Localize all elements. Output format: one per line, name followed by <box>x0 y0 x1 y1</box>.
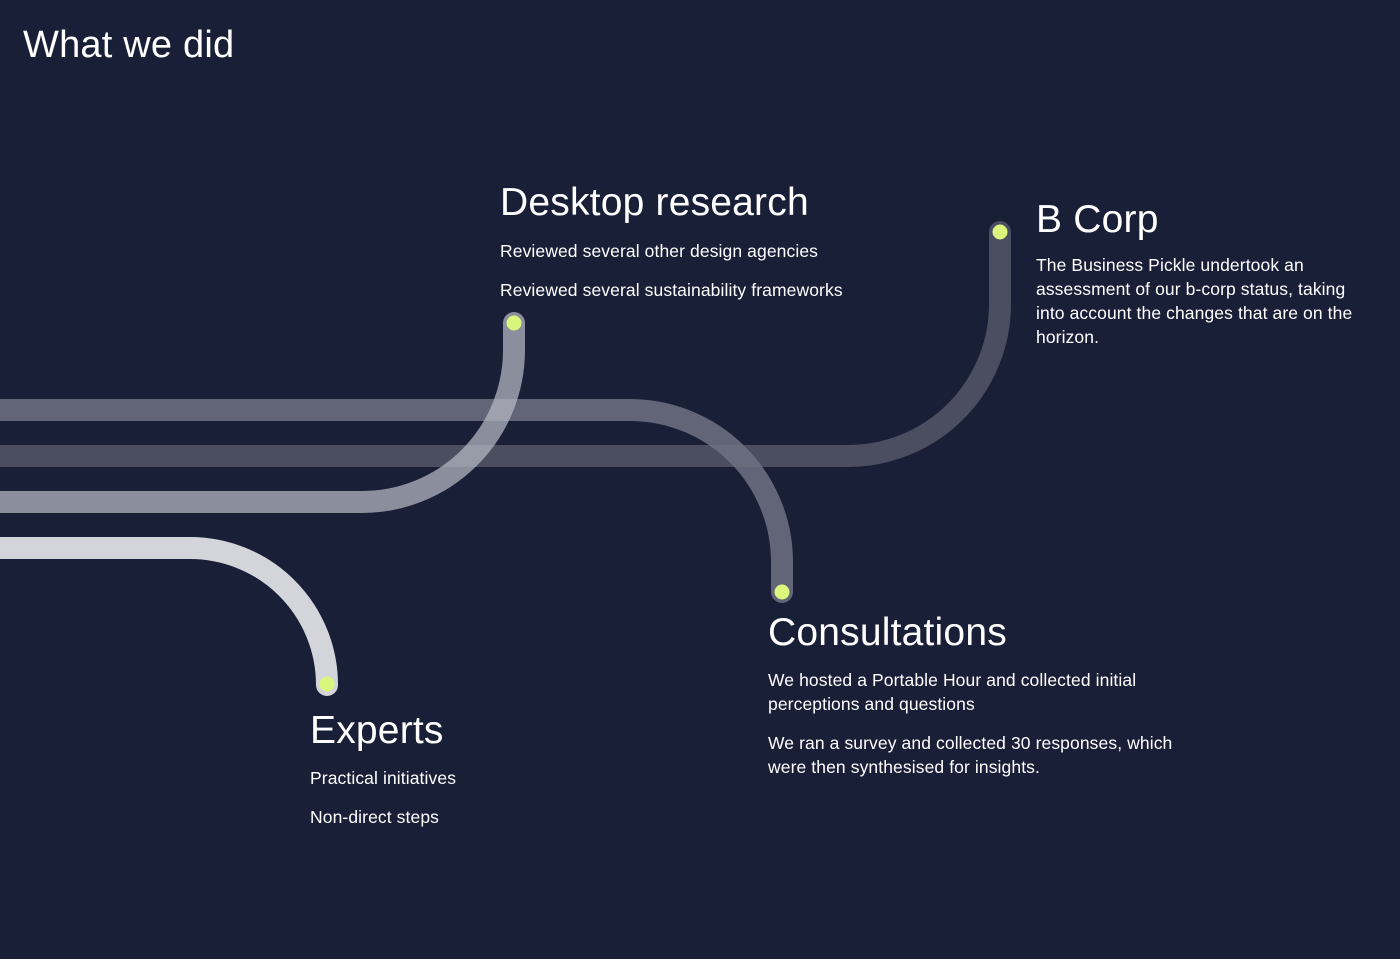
bcorp-title: B Corp <box>1036 198 1159 241</box>
consultations-item: We hosted a Portable Hour and collected … <box>768 669 1137 714</box>
dot-desktop-research <box>506 315 522 331</box>
consultations-title: Consultations <box>768 611 1007 654</box>
dot-experts <box>319 676 335 692</box>
experts-item: Practical initiatives <box>310 767 457 788</box>
consultations-item: We ran a survey and collected 30 respons… <box>768 732 1173 777</box>
dot-consultations <box>774 584 790 600</box>
section-consultations: Consultations We hosted a Portable Hour … <box>768 611 1188 794</box>
desktop-research-item: Reviewed several other design agencies <box>500 240 819 261</box>
dot-bcorp <box>992 224 1008 240</box>
desktop-research-item: Reviewed several sustainability framewor… <box>500 279 843 300</box>
page-title: What we did <box>23 24 235 66</box>
track-desktop-research <box>0 312 525 513</box>
track-bcorp <box>0 221 1011 467</box>
experts-title: Experts <box>310 709 444 752</box>
experts-item: Non-direct steps <box>310 806 440 827</box>
track-consultations <box>0 399 793 603</box>
bcorp-description: The Business Pickle undertook an assessm… <box>1036 254 1353 347</box>
section-desktop-research: Desktop research Reviewed several other … <box>500 181 920 317</box>
section-bcorp: B Corp The Business Pickle undertook an … <box>1036 198 1366 349</box>
desktop-research-title: Desktop research <box>500 181 809 224</box>
section-experts: Experts Practical initiatives Non-direct… <box>310 709 610 844</box>
track-experts <box>0 537 338 696</box>
